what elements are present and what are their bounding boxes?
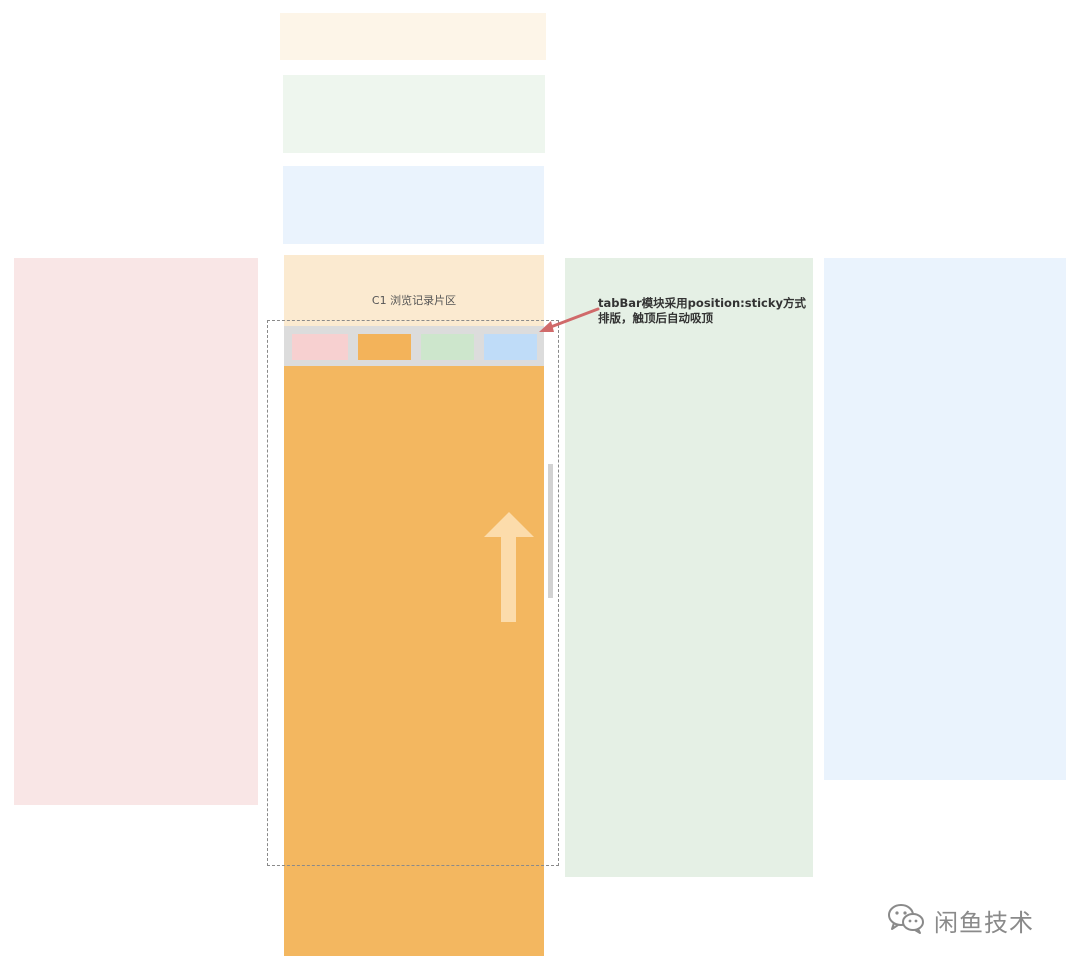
tab-1[interactable] xyxy=(292,334,348,360)
tab-2-active[interactable] xyxy=(358,334,411,360)
tab-content-area xyxy=(284,366,544,956)
up-arrow-icon xyxy=(484,512,534,624)
tab-3[interactable] xyxy=(421,334,474,360)
wechat-icon xyxy=(886,901,926,939)
sticky-tabbar xyxy=(284,326,544,366)
top-cream-block xyxy=(280,13,546,60)
annotation-arrow-icon xyxy=(536,305,600,337)
right-green-column xyxy=(565,258,813,877)
right-blue-column xyxy=(824,258,1066,780)
top-green-block xyxy=(283,75,545,153)
scrollbar[interactable] xyxy=(548,464,553,598)
watermark: 闲鱼技术 xyxy=(886,902,1066,938)
viewport-frame xyxy=(267,320,559,866)
watermark-text: 闲鱼技术 xyxy=(934,908,1034,937)
left-pink-column xyxy=(14,258,258,805)
top-blue-block xyxy=(283,166,544,244)
browse-history-label: C1 浏览记录片区 xyxy=(371,294,457,307)
annotation-text: tabBar模块采用position:sticky方式 排版，触顶后自动吸顶 xyxy=(598,296,806,325)
tab-4[interactable] xyxy=(484,334,537,360)
